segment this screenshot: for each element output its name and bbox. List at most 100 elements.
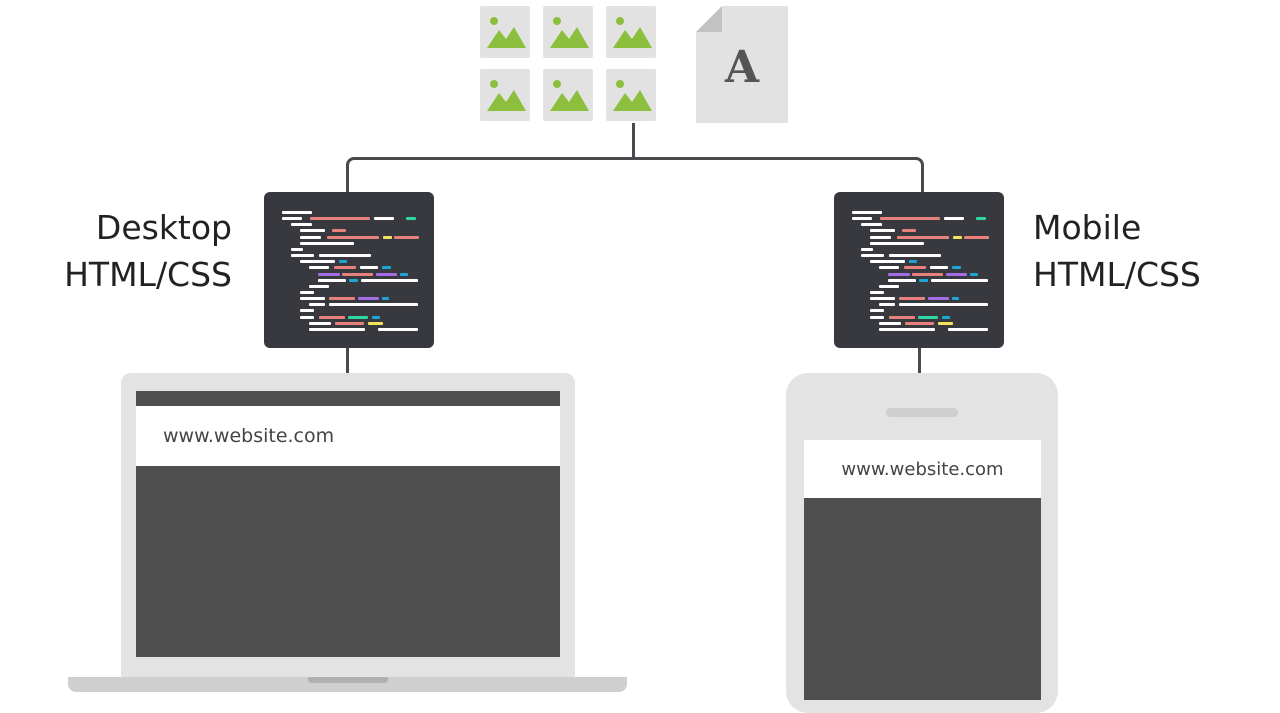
mobile-label-line1: Mobile [1033,208,1142,247]
image-icon [606,6,656,58]
code-line [870,260,905,264]
code-line [394,235,419,239]
code-line [942,315,950,319]
code-line [946,272,967,276]
code-line [309,284,329,288]
code-line [852,217,872,221]
code-line [952,297,959,301]
code-line [282,211,312,214]
code-line [870,290,884,294]
code-line [861,223,882,227]
code-line [938,321,953,325]
laptop-notch [308,677,388,683]
code-line [879,303,895,307]
code-line [319,254,371,258]
code-line [897,235,949,239]
code-line [899,303,988,307]
code-line [406,217,416,221]
mobile-url-bar: www.website.com [804,440,1041,498]
code-line [905,321,934,325]
code-line [952,266,961,270]
code-line [870,229,895,233]
code-line [912,272,943,276]
code-line [944,217,964,221]
code-line [928,297,949,301]
code-line [870,235,891,239]
code-line [880,217,940,221]
desktop-label-line1: Desktop [95,208,232,247]
code-line [309,321,331,325]
connector-mobile [918,348,921,373]
code-line [852,211,882,214]
code-line [902,229,916,233]
image-icon [543,69,593,121]
code-line [964,235,989,239]
code-line [329,297,355,301]
code-line [291,254,314,258]
code-line [319,315,345,319]
code-line [300,260,335,264]
code-line [870,241,924,245]
code-line [970,272,978,276]
code-line [372,315,380,319]
code-line [300,229,325,233]
code-line [870,297,895,301]
code-line [400,272,408,276]
code-line [879,266,899,270]
code-line [976,217,986,221]
phone-speaker [886,408,958,417]
code-line [376,272,397,276]
code-line [300,235,321,239]
code-line [888,272,910,276]
code-line [318,278,346,282]
code-line [291,223,312,227]
code-line [318,272,340,276]
mobile-label: Mobile HTML/CSS [1033,204,1201,298]
code-line [348,315,368,319]
code-line [334,266,356,270]
code-line [899,297,925,301]
image-icon [480,6,530,58]
laptop-base [68,677,627,692]
code-line [300,290,314,294]
code-line [349,278,358,282]
image-icon [480,69,530,121]
code-line [282,217,302,221]
code-line [931,278,988,282]
code-line [300,297,325,301]
desktop-url-bar: www.website.com [136,406,560,466]
code-line [870,309,884,313]
image-icon [606,69,656,121]
desktop-code-icon [264,192,434,348]
code-line [904,266,926,270]
code-line [342,272,373,276]
code-line [291,247,303,251]
code-line [888,278,916,282]
code-line [339,260,347,264]
image-icon [543,6,593,58]
connector-branch [346,157,924,196]
code-line [332,229,346,233]
code-line [374,217,394,221]
code-line [879,284,899,288]
code-line [382,297,389,301]
code-line [327,235,379,239]
code-line [300,315,314,319]
code-line [948,327,988,331]
code-line [953,235,962,239]
code-line [368,321,383,325]
code-line [870,315,884,319]
code-line [382,266,391,270]
code-line [378,327,418,331]
code-line [909,260,917,264]
code-line [309,266,329,270]
connector-desktop [346,348,349,373]
code-line [889,254,941,258]
code-line [383,235,392,239]
mobile-label-line2: HTML/CSS [1033,255,1201,294]
code-line [919,278,928,282]
desktop-label-line2: HTML/CSS [64,255,232,294]
code-line [300,309,314,313]
code-line [309,327,365,331]
code-line [879,321,901,325]
